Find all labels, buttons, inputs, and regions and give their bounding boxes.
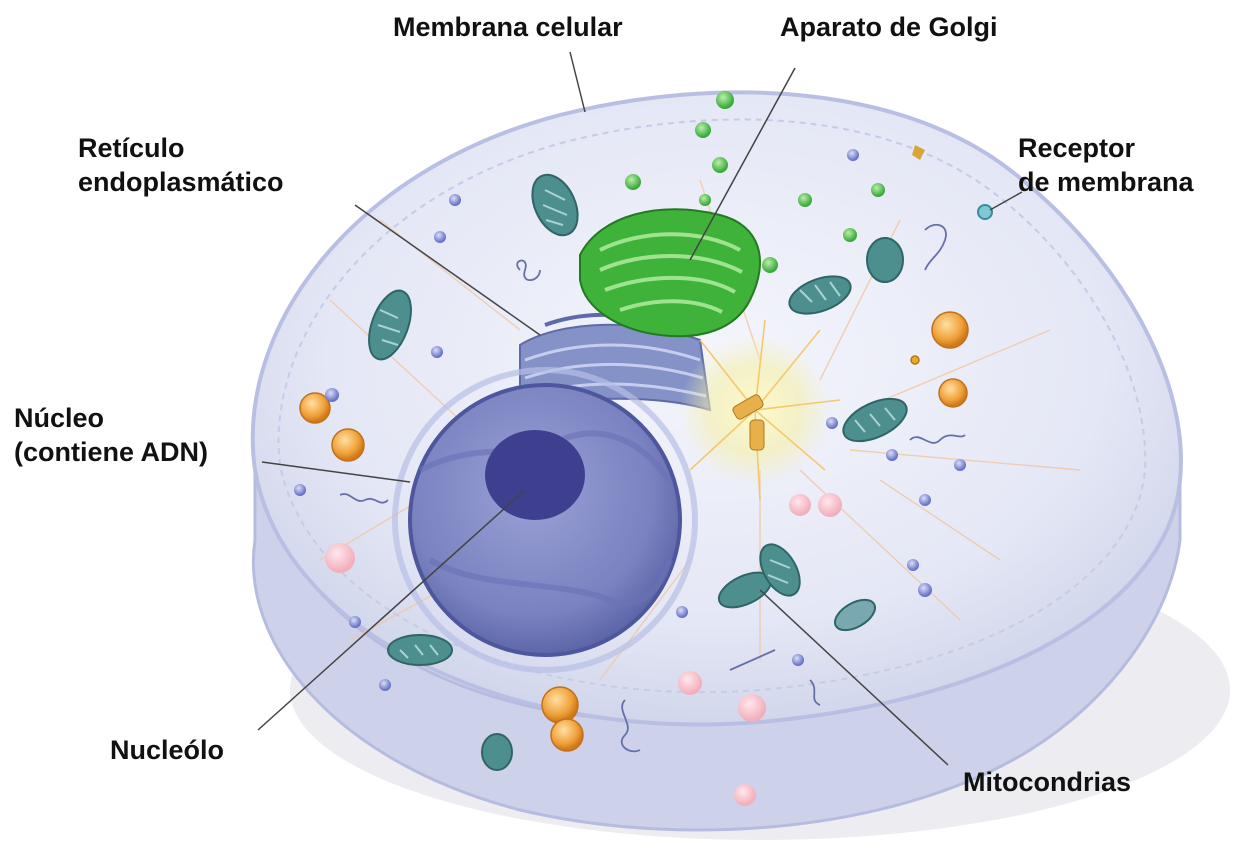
nucleus xyxy=(395,370,695,670)
label-reticulo-line2: endoplasmático xyxy=(78,165,284,199)
label-reticulo-line1: Retículo xyxy=(78,131,284,165)
label-receptor-membrana: Receptor de membrana xyxy=(1018,131,1194,199)
label-nucleo-line1: Núcleo xyxy=(14,401,208,435)
label-receptor-line1: Receptor xyxy=(1018,131,1194,165)
golgi-apparatus xyxy=(580,209,760,336)
leader-membrana xyxy=(570,52,585,112)
label-receptor-line2: de membrana xyxy=(1018,165,1194,199)
label-mitocondrias: Mitocondrias xyxy=(963,765,1131,799)
label-nucleo: Núcleo (contiene ADN) xyxy=(14,401,208,469)
label-reticulo-endoplasmatico: Retículo endoplasmático xyxy=(78,131,284,199)
label-nucleolo: Nucleólo xyxy=(110,733,224,767)
nucleolus xyxy=(485,430,585,520)
label-membrana-celular: Membrana celular xyxy=(393,10,623,44)
label-nucleo-line2: (contiene ADN) xyxy=(14,435,208,469)
label-aparato-golgi: Aparato de Golgi xyxy=(780,10,998,44)
